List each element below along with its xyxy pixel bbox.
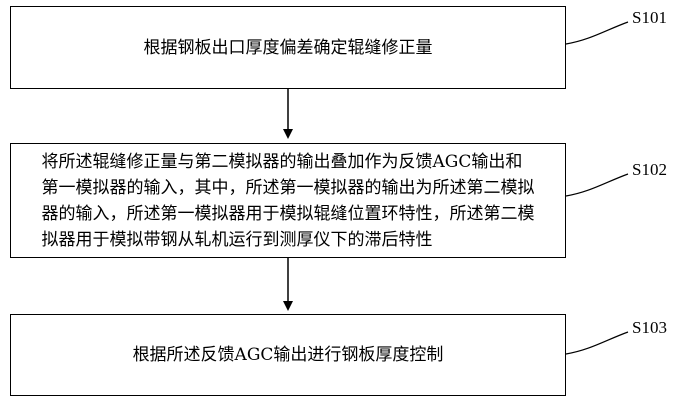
leader-s102 <box>565 173 629 197</box>
step-text-s103: 根据所述反馈AGC输出进行钢板厚度控制 <box>132 345 444 365</box>
step-box-s103: 根据所述反馈AGC输出进行钢板厚度控制 <box>10 314 566 396</box>
step-text-s102-line: 器的输入，所述第一模拟器用于模拟辊缝位置环特性，所述第二模 <box>41 203 535 224</box>
step-box-s102: 将所述辊缝修正量与第二模拟器的输出叠加作为反馈AGC输出和 第一模拟器的输入，其… <box>10 143 566 258</box>
step-label-s102: S102 <box>632 160 667 179</box>
leader-s101 <box>565 21 629 45</box>
step-text-s102-line: 第一模拟器的输入，其中，所述第一模拟器的输出为所述第二模拟 <box>41 177 535 198</box>
step-text-s102-line: 拟器用于模拟带钢从轧机运行到测厚仪下的滞后特性 <box>41 229 433 250</box>
step-text-s102: 将所述辊缝修正量与第二模拟器的输出叠加作为反馈AGC输出和 第一模拟器的输入，其… <box>26 149 551 253</box>
step-box-s101: 根据钢板出口厚度偏差确定辊缝修正量 <box>10 6 566 89</box>
step-text-s102-line: 将所述辊缝修正量与第二模拟器的输出叠加作为反馈AGC输出和 <box>41 151 523 172</box>
step-label-s103: S103 <box>632 318 667 337</box>
step-label-s101: S101 <box>632 8 667 27</box>
step-text-s101: 根据钢板出口厚度偏差确定辊缝修正量 <box>143 37 433 58</box>
leader-s103 <box>565 331 629 355</box>
